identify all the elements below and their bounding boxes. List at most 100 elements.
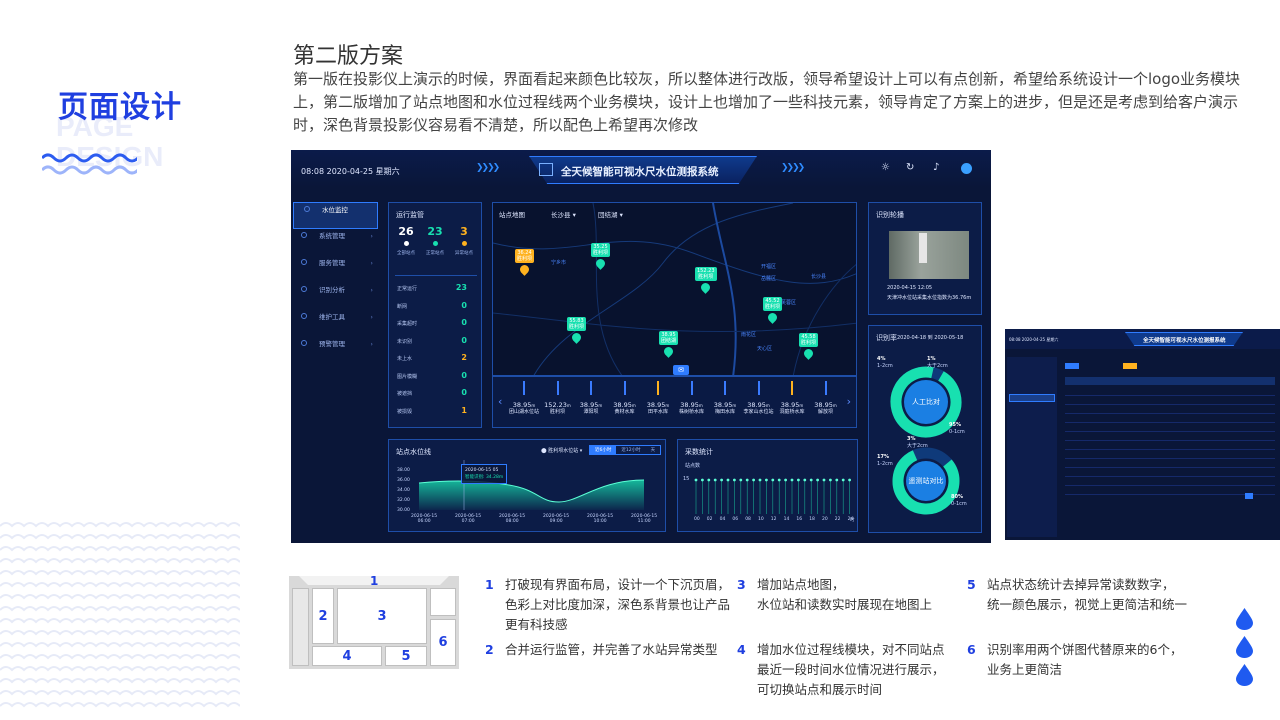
- sidebar-item[interactable]: 水位监控: [293, 202, 378, 229]
- pin-value: 55.83: [569, 318, 584, 324]
- station-value: 38.95m: [576, 401, 606, 409]
- carousel-photo[interactable]: [889, 231, 969, 279]
- station-level-bar: [824, 381, 827, 395]
- menu-icon: [301, 232, 307, 238]
- waterline-xtick: 2020-06-15 09:00: [543, 514, 570, 524]
- station-value-number: 38.95: [613, 401, 632, 409]
- status-value: 1: [461, 405, 467, 415]
- map-filter-station[interactable]: 団结湖 ▾: [598, 211, 623, 219]
- menu-icon: [304, 206, 310, 212]
- note-number: 3: [737, 577, 746, 592]
- sidebar-item[interactable]: 维护工具›: [291, 310, 383, 337]
- collect-xtick: 18: [809, 517, 815, 522]
- collect-point: [771, 478, 775, 482]
- waterline-xtick: 2020-06-15 06:00: [411, 514, 438, 524]
- status-value: 0: [461, 335, 467, 345]
- sidebar-item[interactable]: 系统管理›: [291, 229, 383, 256]
- donut-label-text: 0-1cm: [949, 429, 965, 435]
- chevron-right-icon: ›: [370, 259, 373, 267]
- pin-value: 35.25: [593, 244, 608, 250]
- donut-label-pct: 4%: [877, 356, 886, 362]
- refresh-icon[interactable]: ↻: [906, 162, 915, 173]
- collect-point: [758, 478, 762, 482]
- map-marker-icon: [802, 347, 815, 360]
- sketch-label-3: 3: [337, 588, 427, 644]
- pin-value: 45.52: [765, 298, 780, 304]
- user-avatar-icon[interactable]: [961, 163, 972, 174]
- map-place-label: 长沙县: [811, 274, 827, 280]
- dashboard-datetime: 08:08 2020-04-25 星期六: [301, 167, 400, 176]
- chevron-right-icon: ›: [370, 313, 373, 321]
- menu-icon: [301, 313, 307, 319]
- donut-label-text: 0-1cm: [951, 501, 967, 507]
- section-title: 第二版方案: [293, 44, 404, 69]
- collect-xtick: 06: [732, 517, 739, 522]
- carousel-title: 识别轮播: [876, 211, 904, 219]
- theme-icon[interactable]: ☼: [881, 162, 890, 173]
- range-toggle-option[interactable]: 近6小时: [590, 446, 617, 454]
- station-unit: m: [698, 403, 703, 408]
- waterline-ytick: 30.00: [397, 508, 410, 513]
- range-toggle-option[interactable]: 近12小时: [621, 448, 641, 453]
- sketch-label-5: 5: [385, 646, 427, 666]
- pin-name: 胜利坝: [517, 256, 533, 262]
- sidebar-item[interactable]: 预警管理›: [291, 337, 383, 364]
- map-filter-county[interactable]: 长沙县 ▾: [551, 211, 576, 219]
- collect-xtick: 20: [822, 517, 828, 522]
- mail-icon[interactable]: ✉: [673, 365, 689, 375]
- sidebar-item[interactable]: 服务管理›: [291, 256, 383, 283]
- waterline-range-toggle: 近6小时近12小时 天: [589, 445, 662, 455]
- mini-table-row: [1065, 486, 1275, 495]
- map-marker-icon: [699, 281, 713, 294]
- collect-point: [809, 478, 813, 482]
- collect-xtick: 04: [719, 517, 726, 522]
- strip-prev-arrow-icon[interactable]: ‹: [498, 395, 503, 408]
- mini-table-row: [1065, 441, 1275, 450]
- station-unit: m: [799, 403, 804, 408]
- waterline-title: 站点水位线: [396, 448, 431, 456]
- station-level-bar: [791, 381, 793, 395]
- range-toggle-option[interactable]: 天: [650, 448, 656, 453]
- strip-next-arrow-icon[interactable]: ›: [846, 395, 851, 408]
- status-label: 被遮挡: [397, 391, 413, 397]
- donut-label-text: 大于2cm: [907, 443, 928, 449]
- kpi-dot: [432, 241, 438, 246]
- rate-date-range[interactable]: 2020-04-18 到 2020-05-18: [897, 335, 964, 341]
- collect-point: [707, 478, 711, 482]
- collect-ytick: 15: [683, 476, 690, 482]
- mini-table-row: [1065, 414, 1275, 423]
- waterline-station-select[interactable]: ⬤ 胜利坝水位站 ▾: [541, 448, 583, 454]
- note-text: 增加站点地图， 水位站和读数实时展现在地图上: [757, 577, 933, 612]
- chevron-right-icon: ›: [370, 286, 373, 294]
- bell-icon[interactable]: ♪: [933, 162, 940, 173]
- sidebar-item[interactable]: 识别分析›: [291, 283, 383, 310]
- collect-xtick: 22: [834, 517, 841, 522]
- map-marker-icon: [766, 311, 779, 324]
- sketch-label-6: 6: [430, 619, 456, 666]
- pin-value: 36.24: [517, 250, 532, 256]
